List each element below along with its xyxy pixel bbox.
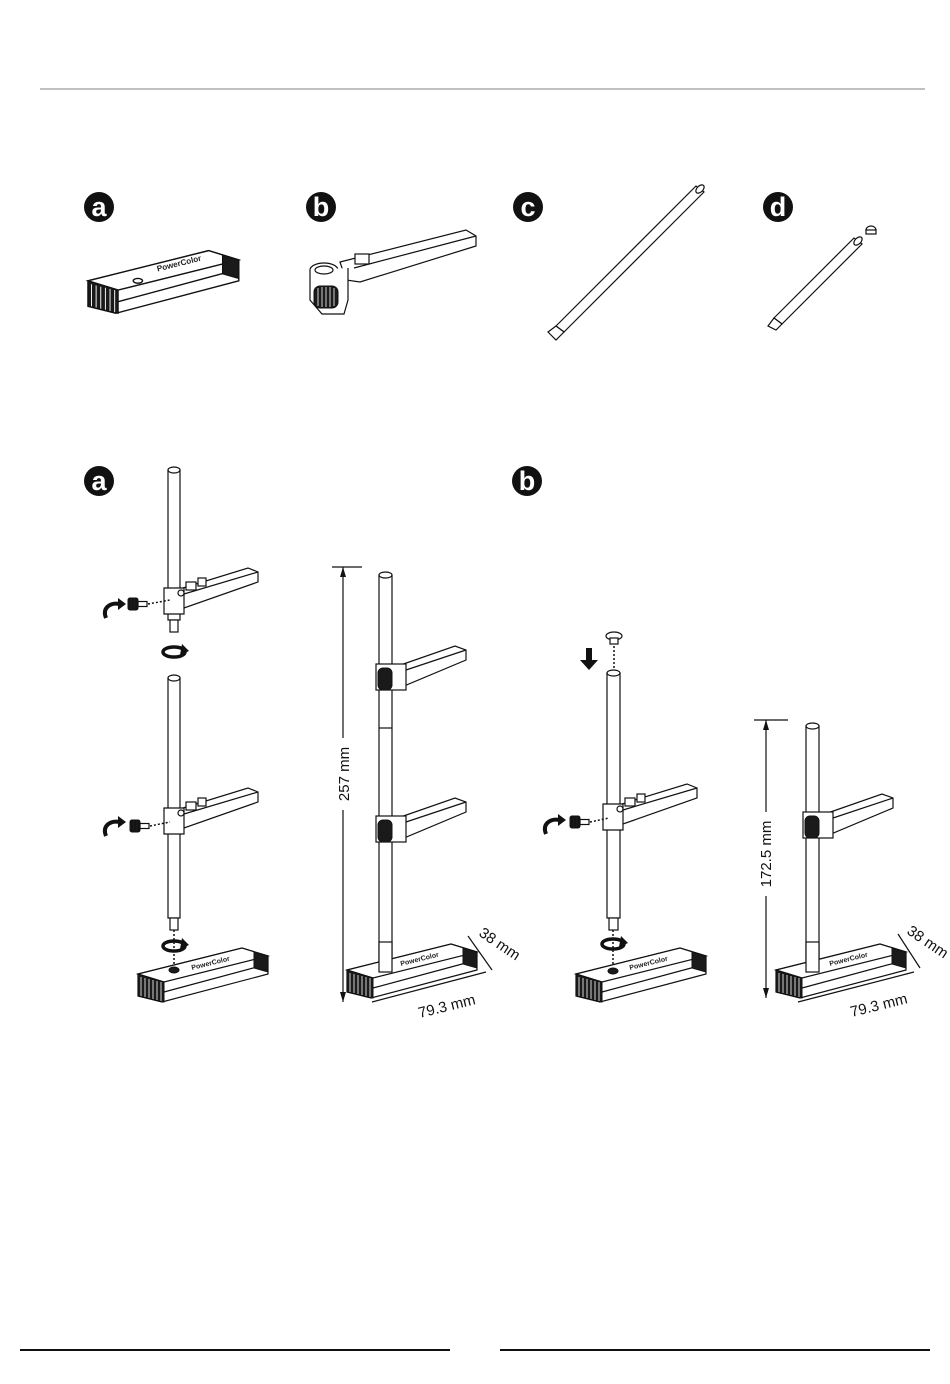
assembly-b-height-dimension: 172.5 mm (754, 720, 788, 998)
svg-text:38 mm: 38 mm (904, 922, 950, 962)
assembly-a-assembled-view: PowerColor (347, 572, 477, 998)
svg-text:38 mm: 38 mm (476, 924, 524, 964)
assembly-a-exploded-view: PowerColor (105, 467, 268, 1002)
assembly-a-height-dimension: 257 mm (332, 567, 362, 1002)
assembly-a-badge: a (84, 466, 114, 496)
assembly-b-assembled-view: PowerColor (776, 723, 906, 998)
part-d-badge: d (763, 192, 793, 222)
svg-text:b: b (313, 192, 330, 222)
part-c-long-pole-illustration (548, 183, 706, 340)
part-b-arm-illustration (310, 230, 476, 314)
svg-text:b: b (519, 466, 536, 496)
part-d-short-pole-illustration (768, 226, 876, 330)
assembly-b-badge: b (512, 466, 542, 496)
part-a-base-illustration: PowerColor (88, 251, 239, 314)
svg-text:d: d (770, 192, 787, 222)
svg-text:79.3 mm: 79.3 mm (417, 991, 478, 1022)
svg-text:a: a (91, 192, 107, 222)
svg-text:79.3 mm: 79.3 mm (849, 990, 910, 1021)
svg-text:172.5 mm: 172.5 mm (758, 821, 775, 888)
svg-text:a: a (91, 466, 107, 496)
part-a-badge: a (84, 192, 114, 222)
svg-text:257 mm: 257 mm (336, 747, 353, 801)
part-c-badge: c (513, 192, 543, 222)
part-b-badge: b (306, 192, 336, 222)
assembly-b-exploded-view: PowerColor (545, 632, 706, 1002)
svg-text:c: c (520, 192, 535, 222)
